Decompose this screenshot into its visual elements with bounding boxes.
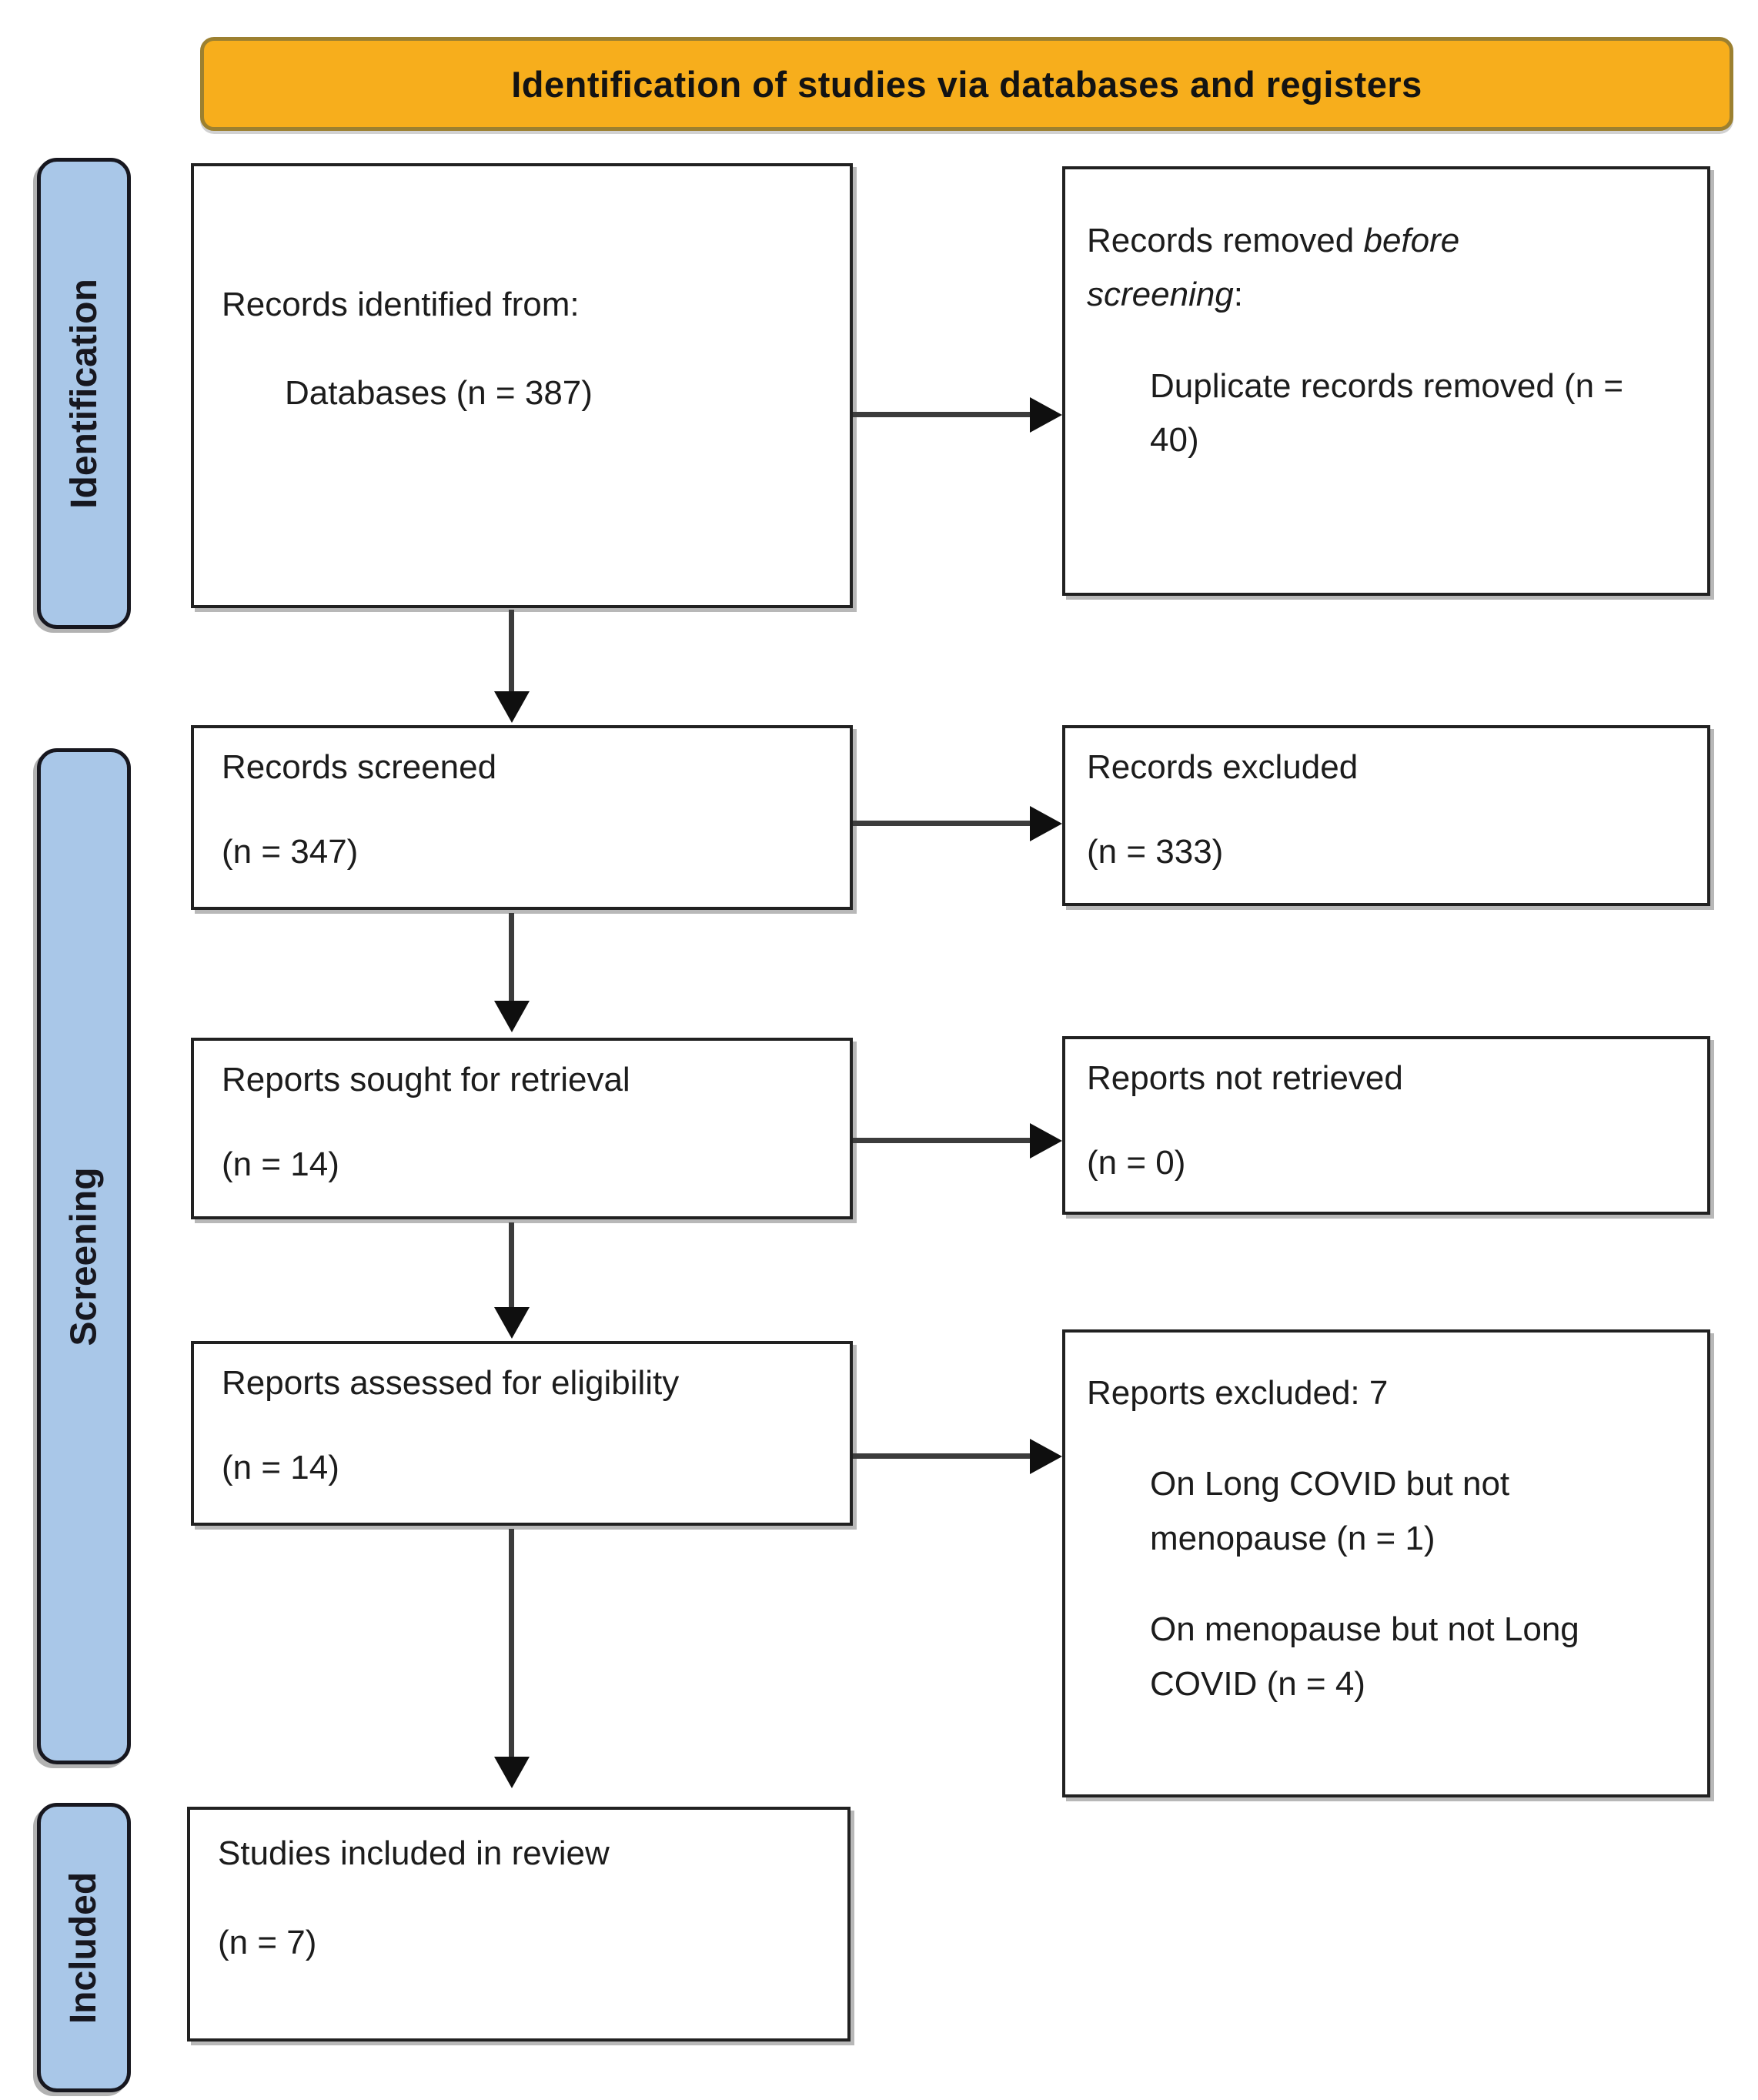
down-arrow-head-icon	[494, 691, 530, 723]
records-removed-title-italic: before screening	[1087, 222, 1460, 314]
right-arrow-line	[853, 412, 1031, 417]
box-reports-not-retrieved: Reports not retrieved (n = 0)	[1062, 1036, 1710, 1215]
down-arrow-head-icon	[494, 1307, 530, 1339]
stage-label-included: Included	[37, 1803, 131, 2092]
box-reports-not-retrieved-count: (n = 0)	[1087, 1144, 1186, 1182]
box-reports-sought-count: (n = 14)	[222, 1145, 339, 1184]
down-arrow-head-icon	[494, 1001, 530, 1032]
down-arrow-line	[509, 610, 514, 694]
box-reports-sought-title: Reports sought for retrieval	[222, 1061, 630, 1098]
right-arrow-line	[853, 821, 1031, 826]
title-banner: Identification of studies via databases …	[200, 37, 1733, 131]
box-records-excluded-count: (n = 333)	[1087, 833, 1224, 871]
box-reports-assessed-title: Reports assessed for eligibility	[222, 1364, 680, 1402]
box-records-identified: Records identified from: Databases (n = …	[191, 163, 853, 608]
right-arrow-head-icon	[1030, 1123, 1062, 1159]
box-records-removed-title: Records removed before screening:	[1087, 214, 1549, 323]
title-banner-label: Identification of studies via databases …	[511, 63, 1422, 105]
down-arrow-line	[509, 1529, 514, 1758]
right-arrow-head-icon	[1030, 397, 1062, 433]
box-records-removed-before-screening: Records removed before screening: Duplic…	[1062, 166, 1710, 596]
box-records-screened-title: Records screened	[222, 748, 497, 786]
box-reports-sought: Reports sought for retrieval (n = 14)	[191, 1038, 853, 1219]
box-reports-excluded-title: Reports excluded: 7	[1087, 1374, 1389, 1412]
box-records-identified-item: Databases (n = 387)	[285, 374, 593, 413]
right-arrow-line	[853, 1453, 1031, 1459]
down-arrow-line	[509, 913, 514, 1002]
right-arrow-head-icon	[1030, 806, 1062, 841]
box-records-identified-title: Records identified from:	[222, 286, 580, 323]
box-reports-excluded: Reports excluded: 7 On Long COVID but no…	[1062, 1329, 1710, 1797]
records-removed-title-prefix: Records removed	[1087, 222, 1364, 259]
box-records-excluded-title: Records excluded	[1087, 748, 1359, 786]
box-studies-included-title: Studies included in review	[218, 1834, 610, 1872]
box-reports-assessed: Reports assessed for eligibility (n = 14…	[191, 1341, 853, 1526]
box-reports-assessed-count: (n = 14)	[222, 1449, 339, 1487]
box-studies-included: Studies included in review (n = 7)	[187, 1807, 851, 2041]
box-records-screened-count: (n = 347)	[222, 833, 359, 871]
box-studies-included-count: (n = 7)	[218, 1924, 317, 1962]
box-records-removed-item: Duplicate records removed (n = 40)	[1150, 366, 1624, 460]
box-reports-excluded-item-1: On Long COVID but not menopause (n = 1)	[1150, 1465, 1510, 1557]
box-reports-not-retrieved-title: Reports not retrieved	[1087, 1059, 1403, 1097]
stage-label-screening-text: Screening	[63, 1166, 105, 1346]
box-records-screened: Records screened (n = 347)	[191, 725, 853, 910]
right-arrow-line	[853, 1138, 1031, 1143]
down-arrow-line	[509, 1222, 514, 1309]
records-removed-title-suffix: :	[1233, 276, 1244, 314]
right-arrow-head-icon	[1030, 1439, 1062, 1474]
stage-label-screening: Screening	[37, 748, 131, 1764]
box-reports-excluded-item-2: On menopause but not Long COVID (n = 4)	[1150, 1610, 1579, 1703]
stage-label-identification-text: Identification	[63, 278, 105, 509]
stage-label-identification: Identification	[37, 158, 131, 629]
stage-label-included-text: Included	[63, 1871, 105, 2024]
down-arrow-head-icon	[494, 1757, 530, 1788]
box-records-excluded: Records excluded (n = 333)	[1062, 725, 1710, 906]
